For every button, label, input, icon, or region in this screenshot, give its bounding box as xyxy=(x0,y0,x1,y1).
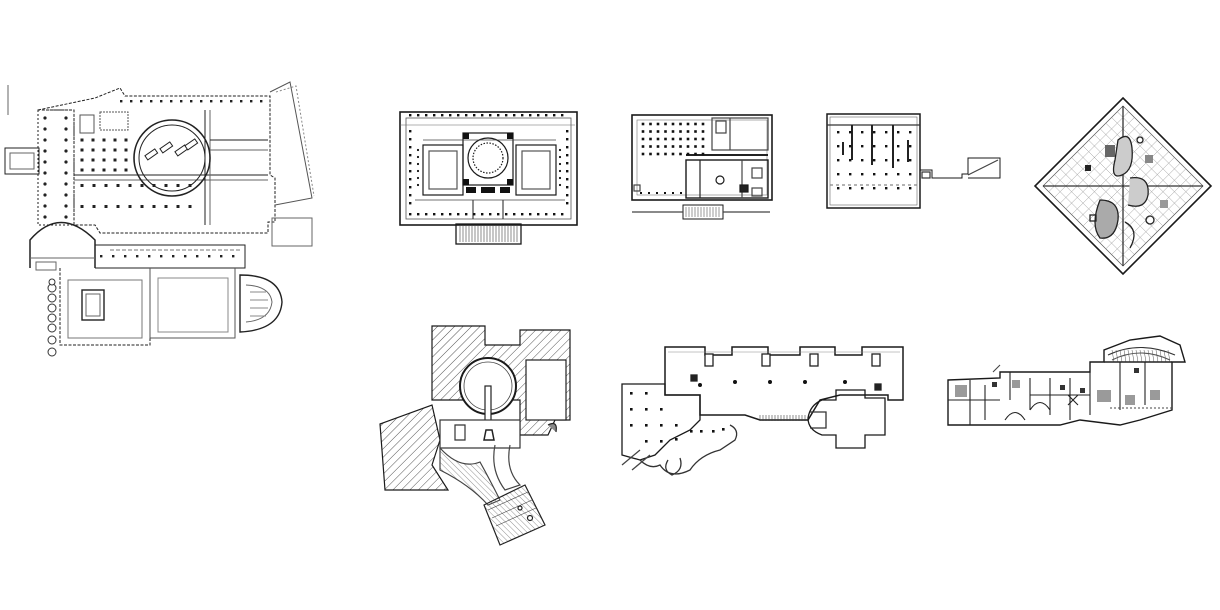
plan-hatched-rotunda xyxy=(379,325,571,546)
plan-curved-wing-columns xyxy=(630,380,847,443)
plan-curved-wing xyxy=(621,346,904,476)
plan-domed-court-columns xyxy=(409,114,569,216)
plan-column-grid xyxy=(631,114,773,220)
plan-column-grid-columns xyxy=(640,122,705,194)
plan-complex-left-columns xyxy=(43,100,263,258)
plan-linear-block xyxy=(947,335,1186,426)
plan-long-hall-columns xyxy=(837,131,912,190)
plan-diamond xyxy=(1033,96,1213,276)
plan-long-hall xyxy=(826,113,1001,209)
plan-domed-court xyxy=(399,111,578,245)
plan-complex-left xyxy=(4,81,315,357)
